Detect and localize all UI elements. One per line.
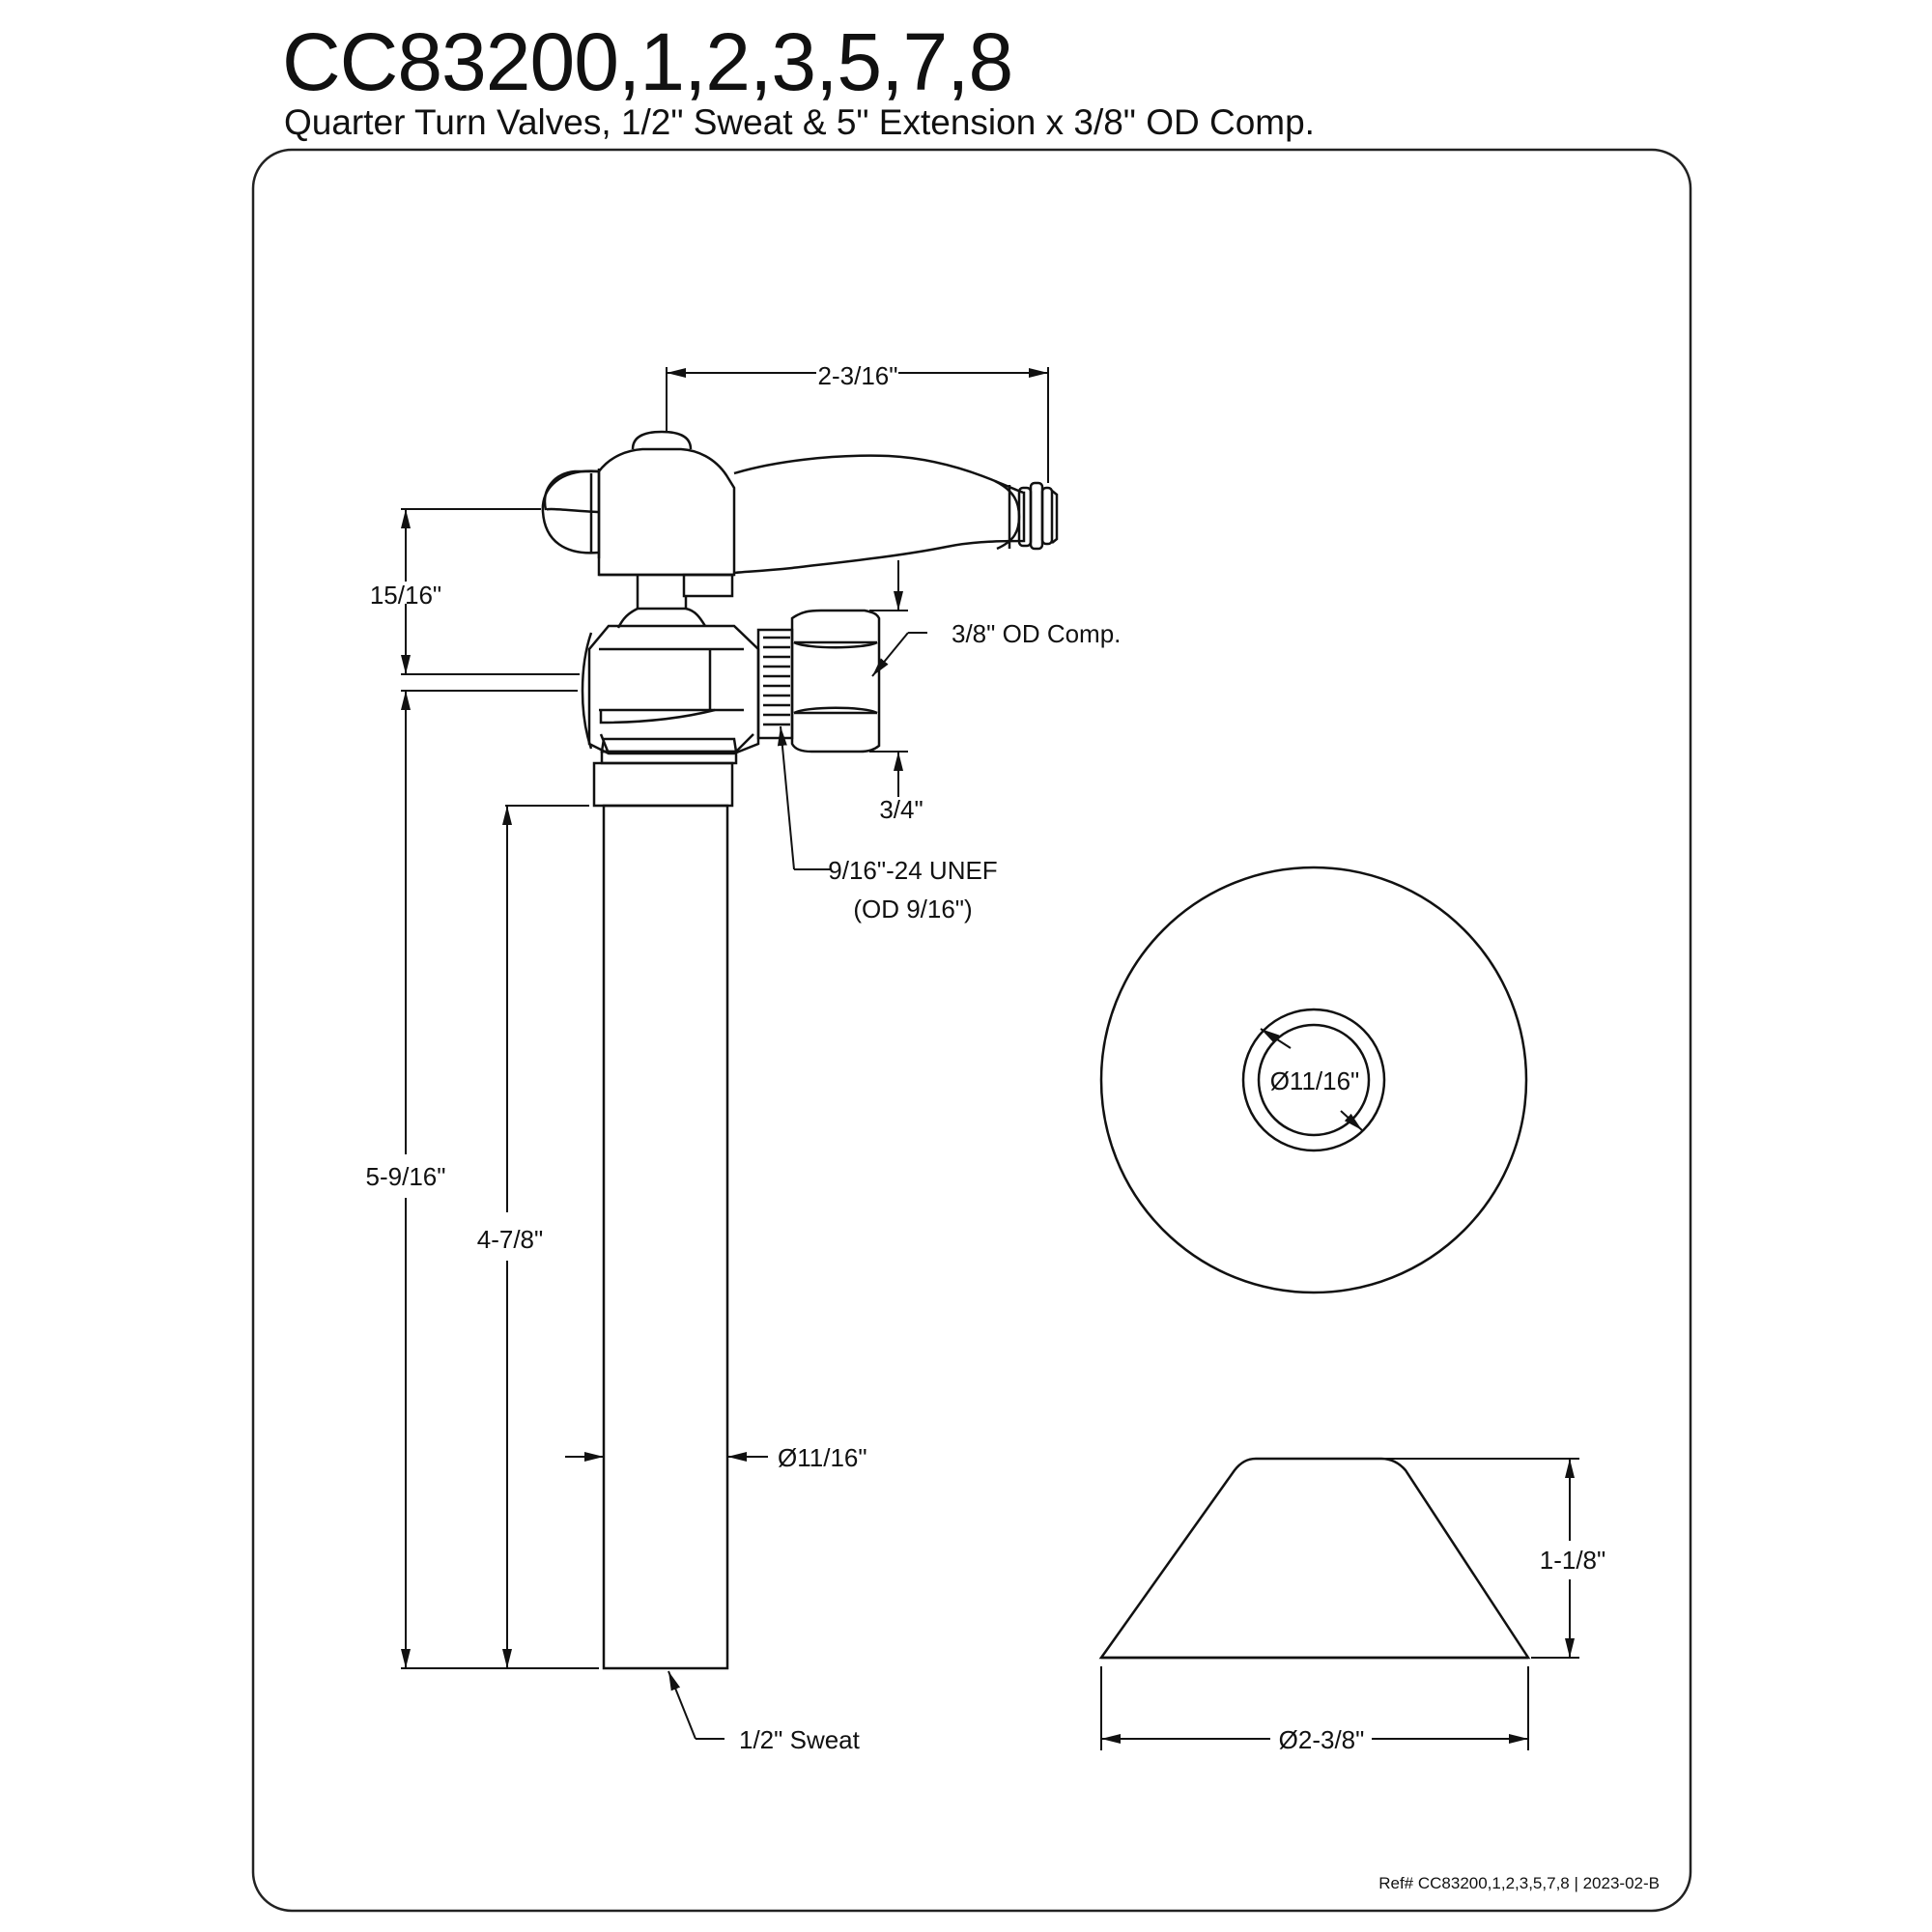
handle-left-ball-top: [543, 469, 600, 514]
dim-extension-length: 4-7/8": [477, 1225, 544, 1254]
dim-comp-offset: 3/4": [879, 795, 923, 824]
valve-body: [587, 624, 760, 755]
page-subtitle: Quarter Turn Valves, 1/2" Sweat & 5" Ext…: [284, 102, 1315, 142]
dim-flange-height: 1-1/8": [1540, 1546, 1606, 1575]
label-thread-line2: (OD 9/16"): [853, 895, 972, 923]
page-title: CC83200,1,2,3,5,7,8: [282, 16, 1013, 107]
hub-stop: [682, 573, 734, 598]
handle-left-ball: [541, 469, 600, 554]
flange-inner-circle: [1241, 1008, 1386, 1152]
lever-end-ring-3: [1040, 486, 1054, 546]
dim-handle-height: 15/16": [370, 581, 441, 610]
valve-side-view: [541, 430, 1059, 1670]
extension-tube: [602, 804, 729, 1670]
label-thread-line1: 9/16"-24 UNEF: [828, 856, 997, 885]
flange-bore-circle: [1257, 1023, 1371, 1137]
label-comp: 3/8" OD Comp.: [952, 619, 1121, 648]
lever-end-ring-2: [1029, 481, 1044, 551]
flange-side-view: [1098, 1457, 1531, 1660]
dim-flange-inner: Ø11/16": [1270, 1066, 1360, 1095]
dim-handle-width: 2-3/16": [818, 361, 898, 390]
tube-collar: [592, 761, 734, 808]
flange-outer-circle: [1099, 866, 1528, 1294]
reference-number: Ref# CC83200,1,2,3,5,7,8 | 2023-02-B: [1378, 1874, 1660, 1892]
dim-overall-height: 5-9/16": [366, 1162, 446, 1191]
dim-flange-diameter: Ø2-3/8": [1279, 1725, 1365, 1754]
valve-threads: [756, 628, 794, 740]
flange-top-view: [1099, 866, 1528, 1294]
dimension-lines: [401, 367, 1049, 1740]
handle-hub: [597, 447, 736, 577]
dim-tube-diameter: Ø11/16": [778, 1443, 867, 1472]
handle-lever: [733, 454, 1026, 575]
drawing-frame: [251, 148, 1692, 1913]
label-sweat: 1/2" Sweat: [739, 1725, 861, 1754]
valve-top-knob: [631, 430, 693, 450]
compression-nut: [790, 609, 881, 753]
